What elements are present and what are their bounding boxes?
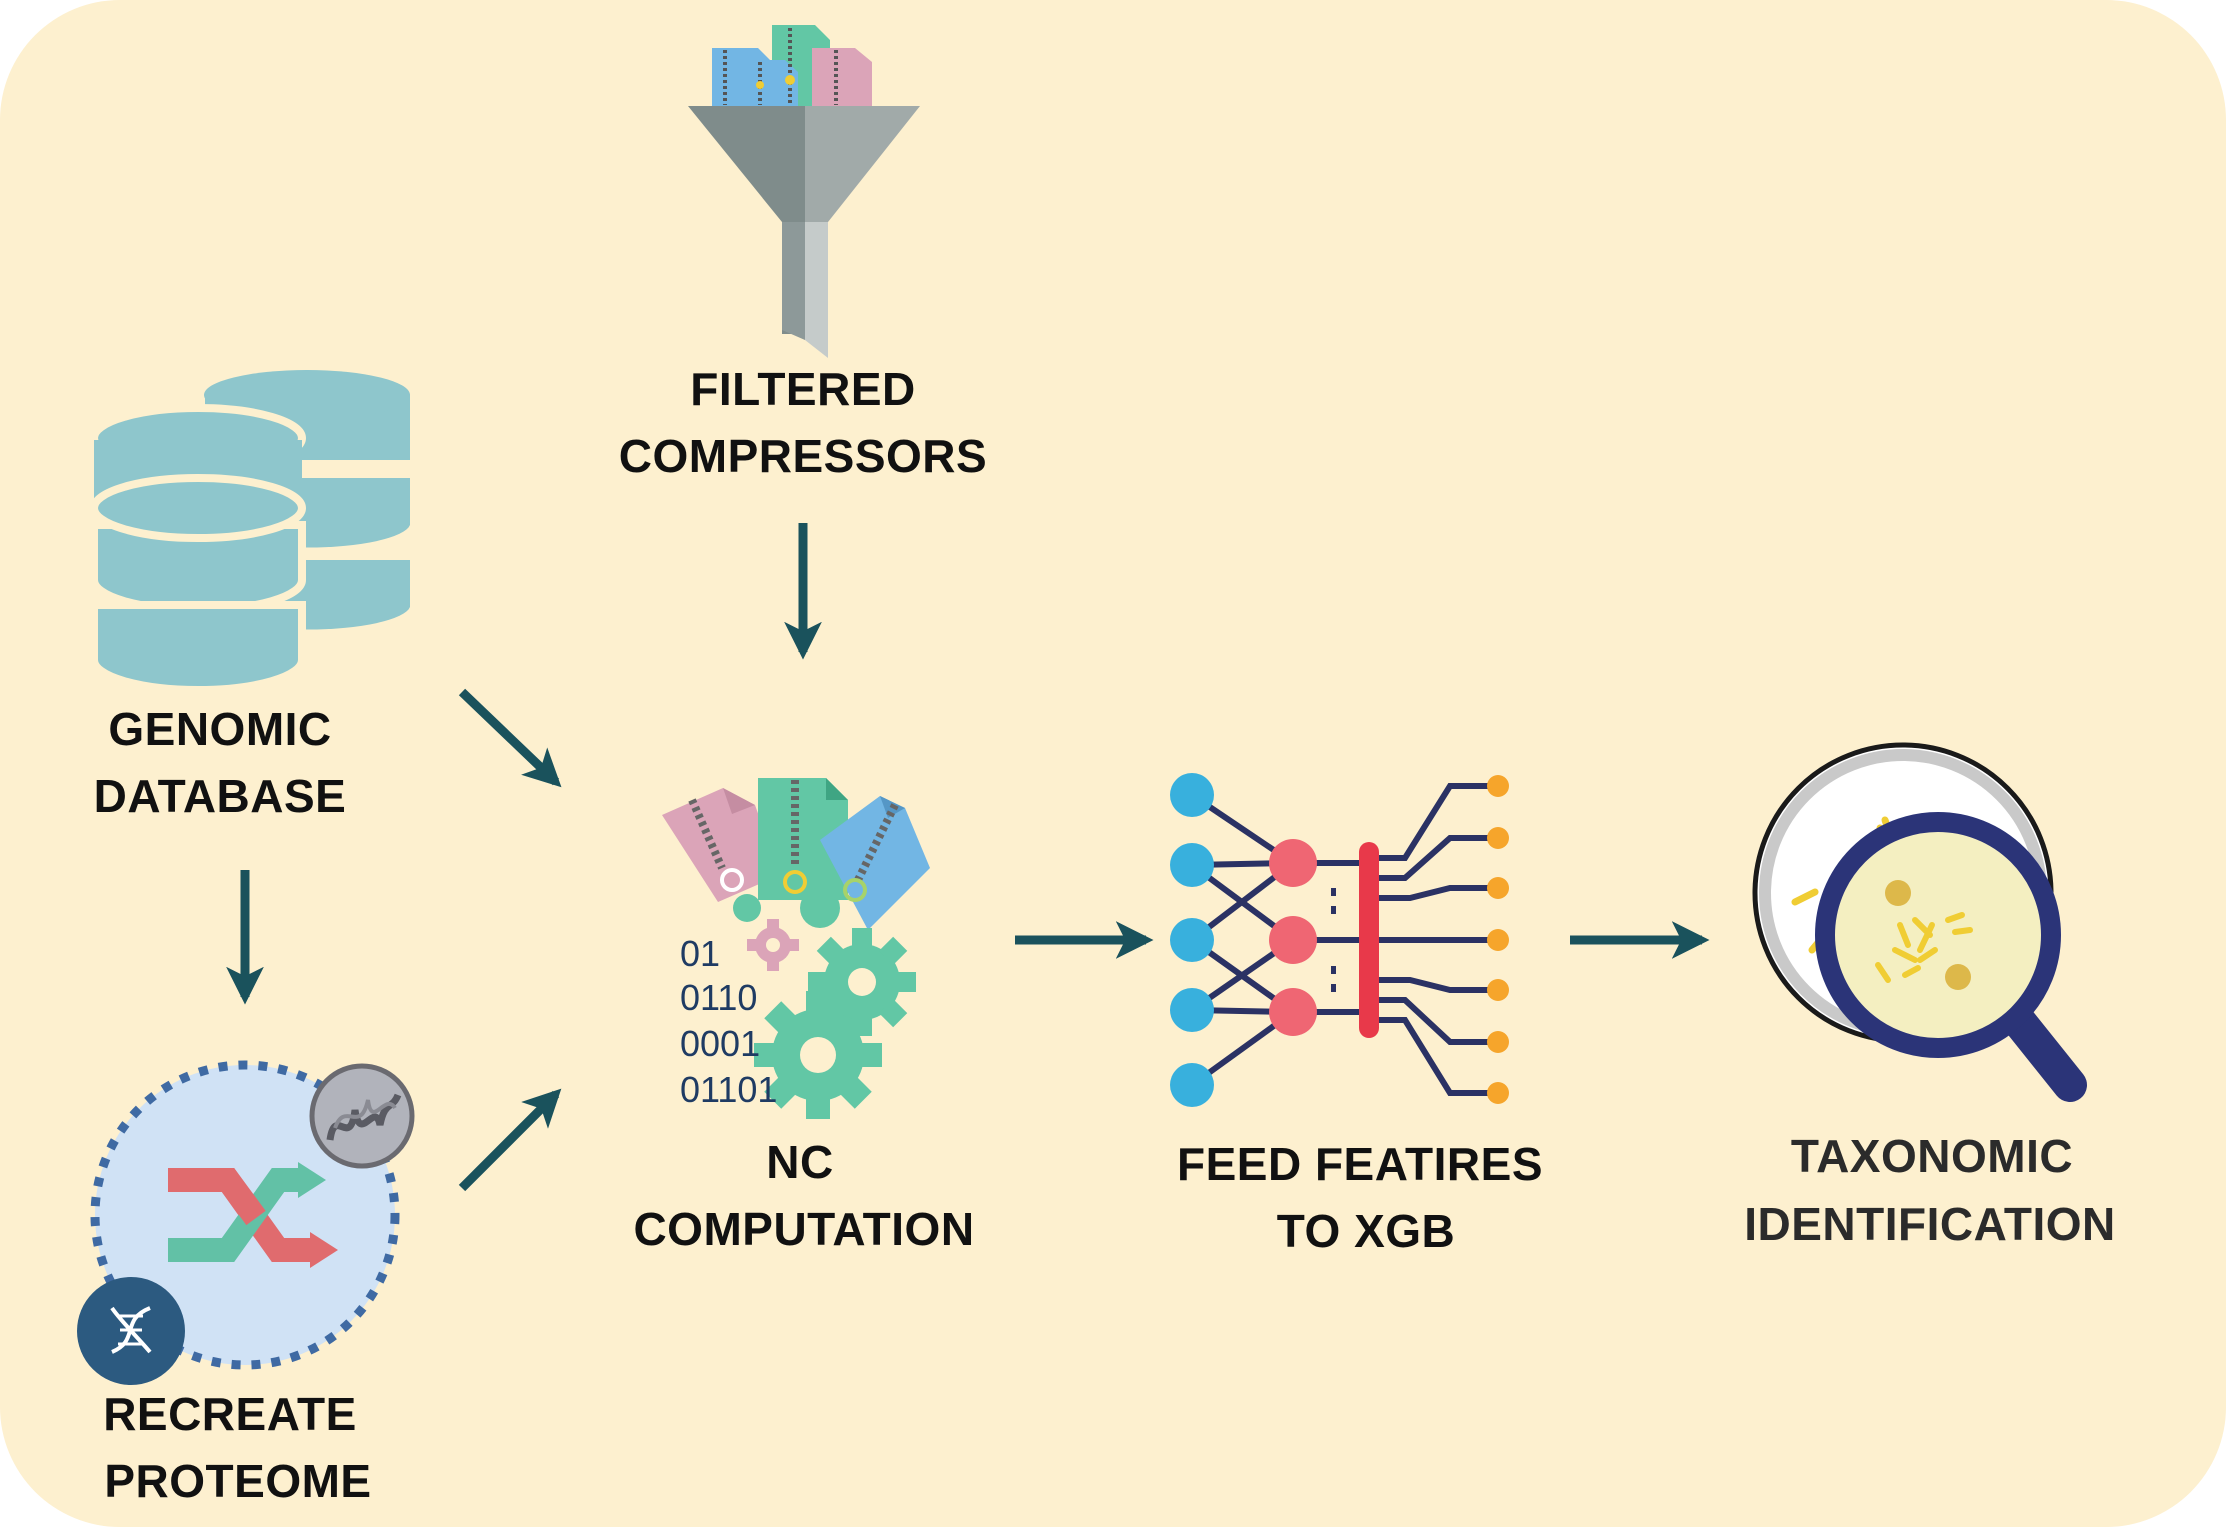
gear-icon bbox=[808, 928, 916, 1036]
feed-features-label-line2: TO XGB bbox=[1277, 1205, 1456, 1257]
feed-features-label-line1: FEED FEATIRES bbox=[1177, 1138, 1543, 1190]
filtered-compressors-icon bbox=[688, 25, 920, 358]
zip-file-pink bbox=[662, 788, 780, 902]
network-ellipsis bbox=[1331, 888, 1336, 992]
gear-icon bbox=[747, 919, 799, 971]
filtered-compressors-label-line1: FILTERED bbox=[690, 363, 915, 415]
recreate-proteome-icon bbox=[77, 1060, 415, 1385]
zip-file-blue bbox=[820, 796, 930, 930]
bacteria-cluster bbox=[1875, 880, 1973, 990]
neural-network-icon bbox=[1170, 773, 1509, 1107]
genomic-database-label-line2: DATABASE bbox=[94, 770, 347, 822]
protein-icon bbox=[309, 1063, 415, 1169]
network-hidden-nodes bbox=[1269, 839, 1317, 1036]
taxonomic-identification-label-line2: IDENTIFICATION bbox=[1744, 1198, 2116, 1250]
arrow-proteome-to-nc bbox=[458, 1088, 562, 1192]
magnifier-petri-icon bbox=[1752, 742, 2087, 1102]
network-aggregation-bar bbox=[1359, 842, 1379, 1038]
shuffle-icon bbox=[168, 1162, 338, 1268]
recreate-proteome-label-line2: PROTEOME bbox=[104, 1455, 371, 1507]
zip-file-green bbox=[758, 778, 848, 900]
dna-icon bbox=[77, 1277, 185, 1385]
zip-files-small bbox=[712, 25, 872, 108]
binary-code-line2: 0110 bbox=[680, 977, 757, 1018]
nc-computation-label-line1: NC bbox=[766, 1136, 833, 1188]
recreate-proteome-label-line1: RECREATE bbox=[103, 1388, 357, 1440]
nc-computation-label-line2: COMPUTATION bbox=[633, 1203, 974, 1255]
taxonomic-identification-label-line1: TAXONOMIC bbox=[1791, 1130, 2073, 1182]
network-output-nodes bbox=[1487, 775, 1509, 1104]
gear-icon bbox=[733, 888, 840, 928]
database-icon bbox=[90, 370, 410, 694]
binary-code-line3: 0001 bbox=[680, 1023, 760, 1064]
arrow-database-to-nc bbox=[458, 688, 562, 788]
binary-code-line1: 01 bbox=[680, 933, 720, 974]
filtered-compressors-label-line2: COMPRESSORS bbox=[619, 430, 987, 482]
network-input-nodes bbox=[1170, 773, 1214, 1107]
binary-code-line4: 01101 bbox=[680, 1069, 777, 1110]
genomic-database-label-line1: GENOMIC bbox=[108, 703, 331, 755]
